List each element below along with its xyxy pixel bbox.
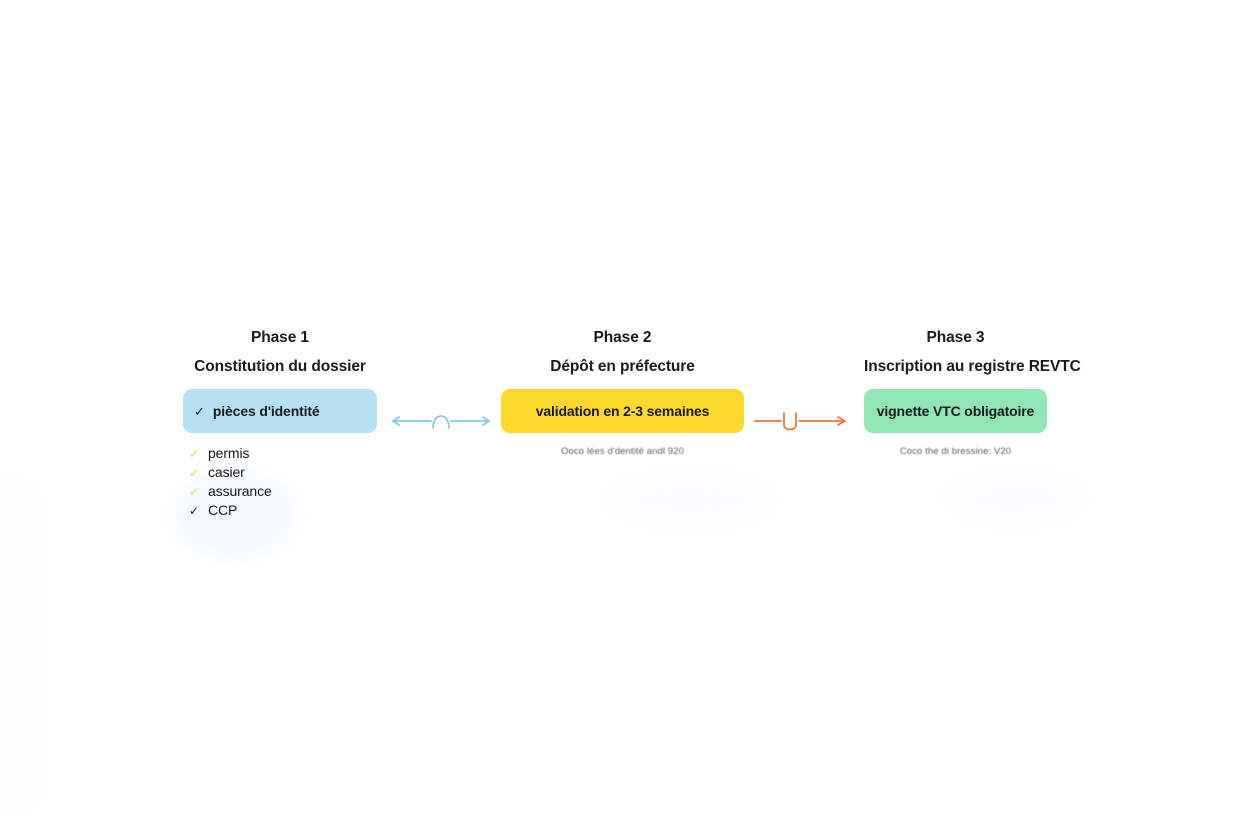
phase-3-header: Phase 3 Inscription au registre REVTC xyxy=(864,328,1081,377)
phase-1-checklist: ✓ permis ✓ casier ✓ assurance ✓ CCP xyxy=(183,444,377,520)
check-icon: ✓ xyxy=(189,447,200,461)
list-item[interactable]: ✓ assurance xyxy=(189,482,377,501)
phase-1-chip[interactable]: ✓ pièces d'identité xyxy=(183,389,377,433)
arrow-with-u-dip-icon xyxy=(754,412,846,431)
phase-2-group: Phase 2 Dépôt en préfecture validation e… xyxy=(501,328,744,457)
checklist-label: assurance xyxy=(208,483,272,499)
phase-1-title: Constitution du dossier xyxy=(194,358,366,375)
phase-3-group: Phase 3 Inscription au registre REVTC vi… xyxy=(864,328,1081,457)
phase-2-caption: Ooco lées d'dentité andl 920 xyxy=(561,446,684,457)
checklist-label: permis xyxy=(208,445,250,461)
phase-3-number: Phase 3 xyxy=(926,329,985,346)
phase-3-chip-label: vignette VTC obligatoire xyxy=(876,403,1035,419)
phase-3-caption: Coco the di bressine: V20 xyxy=(899,446,1012,457)
check-icon: ✓ xyxy=(194,403,205,419)
phase-2-title: Dépôt en préfecture xyxy=(550,358,695,375)
connector-phase1-phase2 xyxy=(387,398,497,442)
background-wash-artifact xyxy=(600,470,780,530)
list-item[interactable]: ✓ permis xyxy=(189,444,377,463)
phase-1-number: Phase 1 xyxy=(251,329,309,346)
checklist-label: casier xyxy=(208,464,245,480)
check-icon: ✓ xyxy=(189,485,200,499)
phase-1-header: Phase 1 Constitution du dossier xyxy=(183,328,377,377)
list-item[interactable]: ✓ casier xyxy=(189,463,377,482)
phase-2-chip[interactable]: validation en 2-3 semaines xyxy=(501,389,744,433)
phase-1-chip-label: pièces d'identité xyxy=(212,403,320,419)
background-wash-artifact xyxy=(940,468,1090,528)
phase-3-title: Inscription au registre REVTC xyxy=(864,358,1081,375)
phase-3-chip[interactable]: vignette VTC obligatoire xyxy=(864,389,1047,433)
background-wash-artifact xyxy=(0,480,40,810)
double-arrow-with-arch-icon xyxy=(392,415,490,429)
phase-2-chip-label: validation en 2-3 semaines xyxy=(535,403,710,419)
check-icon: ✓ xyxy=(189,504,200,518)
checklist-label: CCP xyxy=(208,502,238,518)
phase-2-number: Phase 2 xyxy=(593,329,652,346)
connector-phase2-phase3 xyxy=(750,398,850,442)
check-icon: ✓ xyxy=(189,466,200,480)
phase-1-group: Phase 1 Constitution du dossier ✓ pièces… xyxy=(183,328,377,536)
phase-2-header: Phase 2 Dépôt en préfecture xyxy=(501,328,744,377)
list-item[interactable]: ✓ CCP xyxy=(189,501,377,520)
